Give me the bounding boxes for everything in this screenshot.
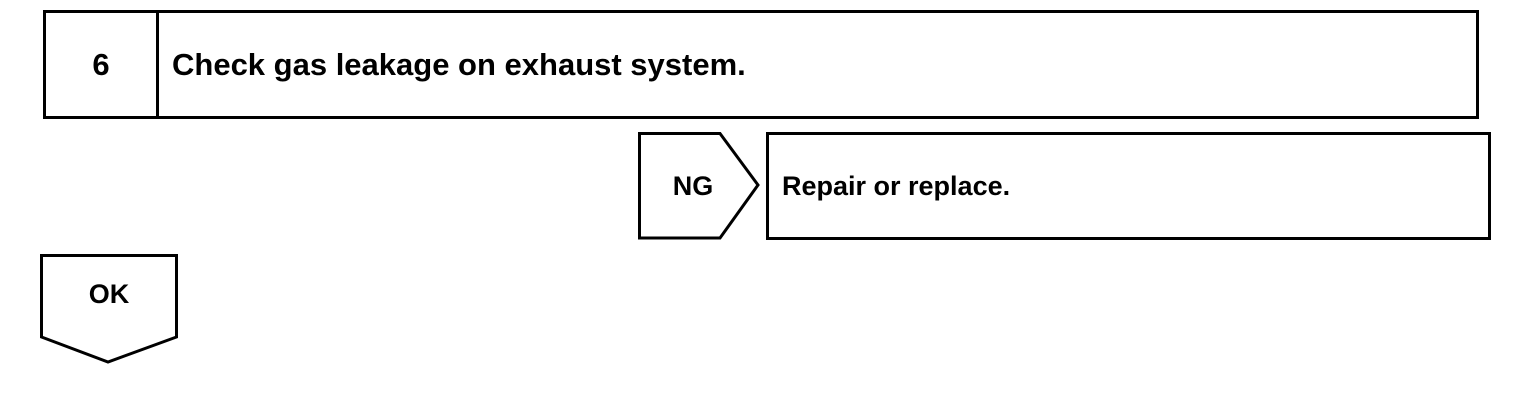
ng-tag: NG [638, 132, 760, 240]
ok-tag: OK [40, 254, 178, 364]
step-box: 6 Check gas leakage on exhaust system. [43, 10, 1479, 119]
ok-label: OK [88, 278, 130, 309]
ng-label: NG [672, 170, 714, 201]
step-title: Check gas leakage on exhaust system. [172, 46, 746, 82]
ng-action-box: Repair or replace. [766, 132, 1491, 240]
ok-arrow-shape [40, 254, 178, 364]
step-number: 6 [46, 13, 159, 116]
ng-arrow-shape [638, 132, 760, 240]
